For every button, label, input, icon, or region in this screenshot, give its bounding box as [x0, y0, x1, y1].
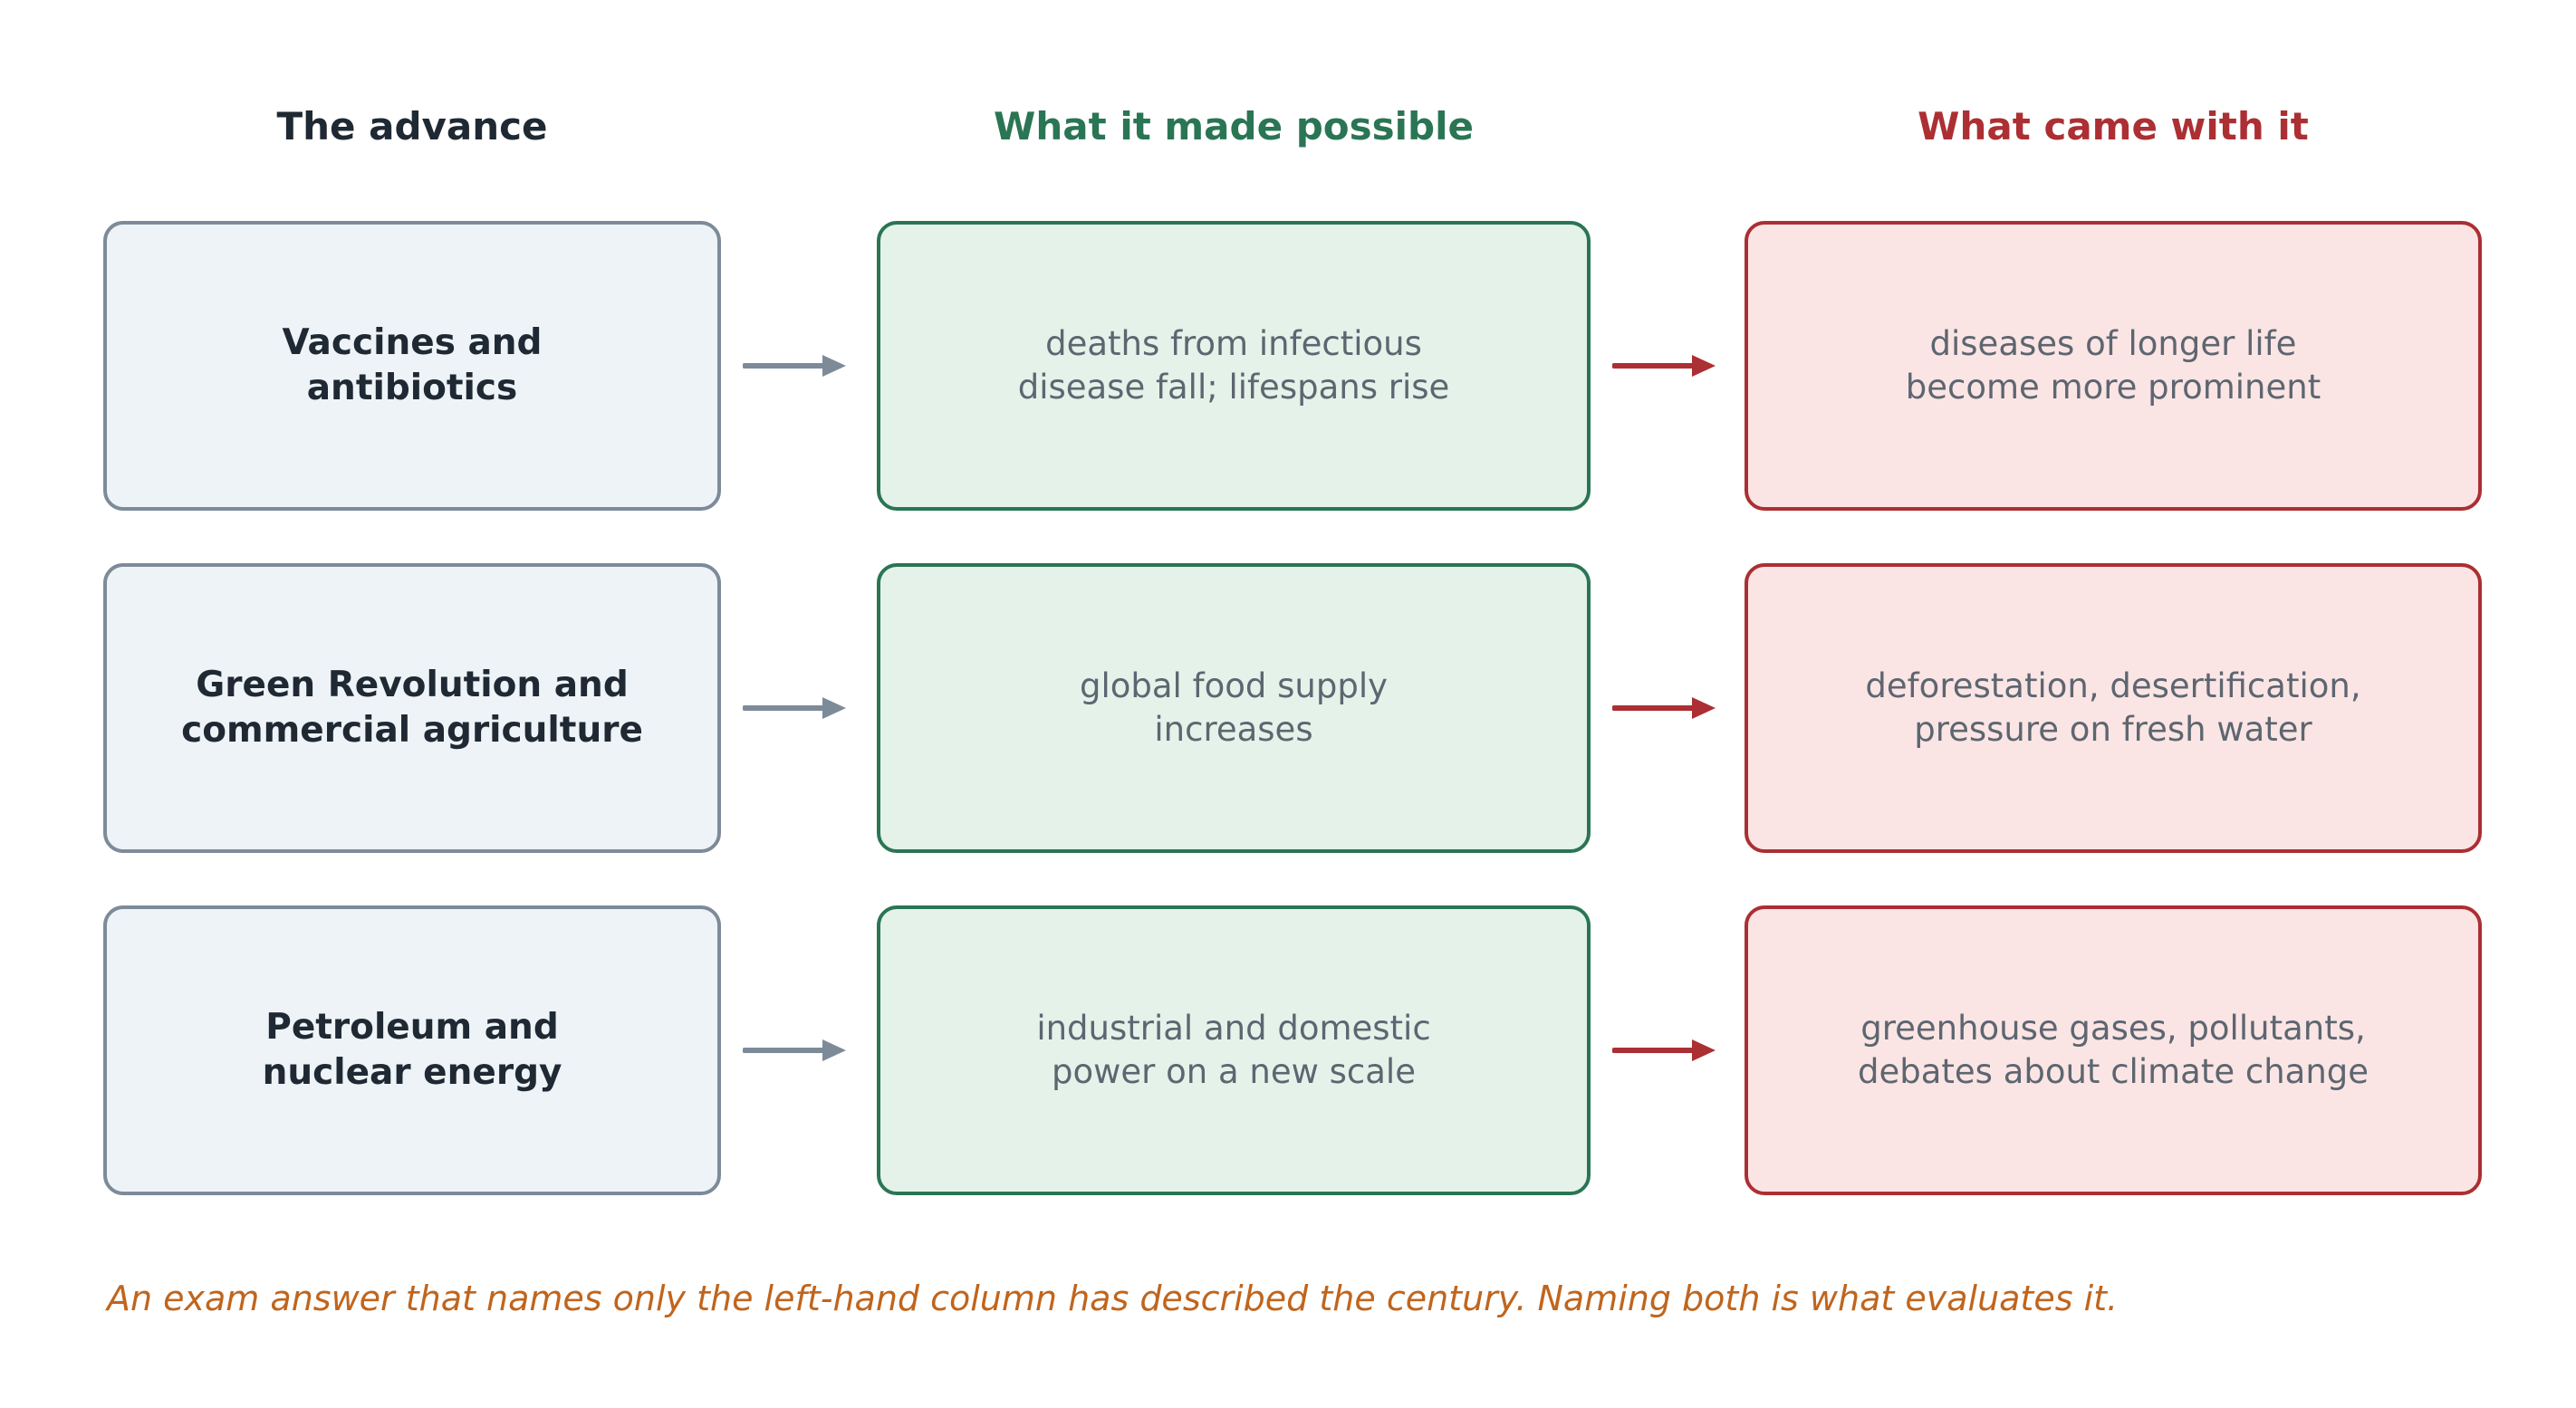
came-box-green-revolution: deforestation, desertification, pressure…	[1745, 563, 2482, 853]
column-header-advance: The advance	[276, 104, 548, 148]
advance-label: Green Revolution and commercial agricult…	[181, 665, 643, 751]
column-header-possible: What it made possible	[994, 104, 1474, 148]
possible-text: global food supply increases	[1079, 666, 1389, 749]
came-text: diseases of longer life become more prom…	[1905, 324, 2321, 407]
possible-text: deaths from infectious disease fall; lif…	[1017, 324, 1450, 407]
possible-box-green-revolution: global food supply increases	[877, 563, 1591, 853]
possible-box-petroleum: industrial and domestic power on a new s…	[877, 905, 1591, 1195]
came-text: deforestation, desertification, pressure…	[1865, 666, 2361, 749]
advance-box-petroleum: Petroleum and nuclear energy	[103, 905, 721, 1195]
arrow-right-icon	[743, 1039, 846, 1061]
came-box-vaccines: diseases of longer life become more prom…	[1745, 221, 2482, 511]
advance-label: Vaccines and antibiotics	[282, 322, 543, 408]
arrow-right-icon	[1612, 1039, 1716, 1061]
advance-box-green-revolution: Green Revolution and commercial agricult…	[103, 563, 721, 853]
arrow-right-icon	[743, 355, 846, 377]
arrow-right-icon	[1612, 355, 1716, 377]
came-box-petroleum: greenhouse gases, pollutants, debates ab…	[1745, 905, 2482, 1195]
possible-box-vaccines: deaths from infectious disease fall; lif…	[877, 221, 1591, 511]
advance-label: Petroleum and nuclear energy	[262, 1007, 562, 1093]
possible-text: industrial and domestic power on a new s…	[1036, 1009, 1431, 1091]
advance-box-vaccines: Vaccines and antibiotics	[103, 221, 721, 511]
arrow-right-icon	[743, 697, 846, 719]
column-header-came: What came with it	[1918, 104, 2309, 148]
came-text: greenhouse gases, pollutants, debates ab…	[1857, 1009, 2369, 1091]
arrow-right-icon	[1612, 697, 1716, 719]
footer-note: An exam answer that names only the left-…	[107, 1279, 2119, 1318]
